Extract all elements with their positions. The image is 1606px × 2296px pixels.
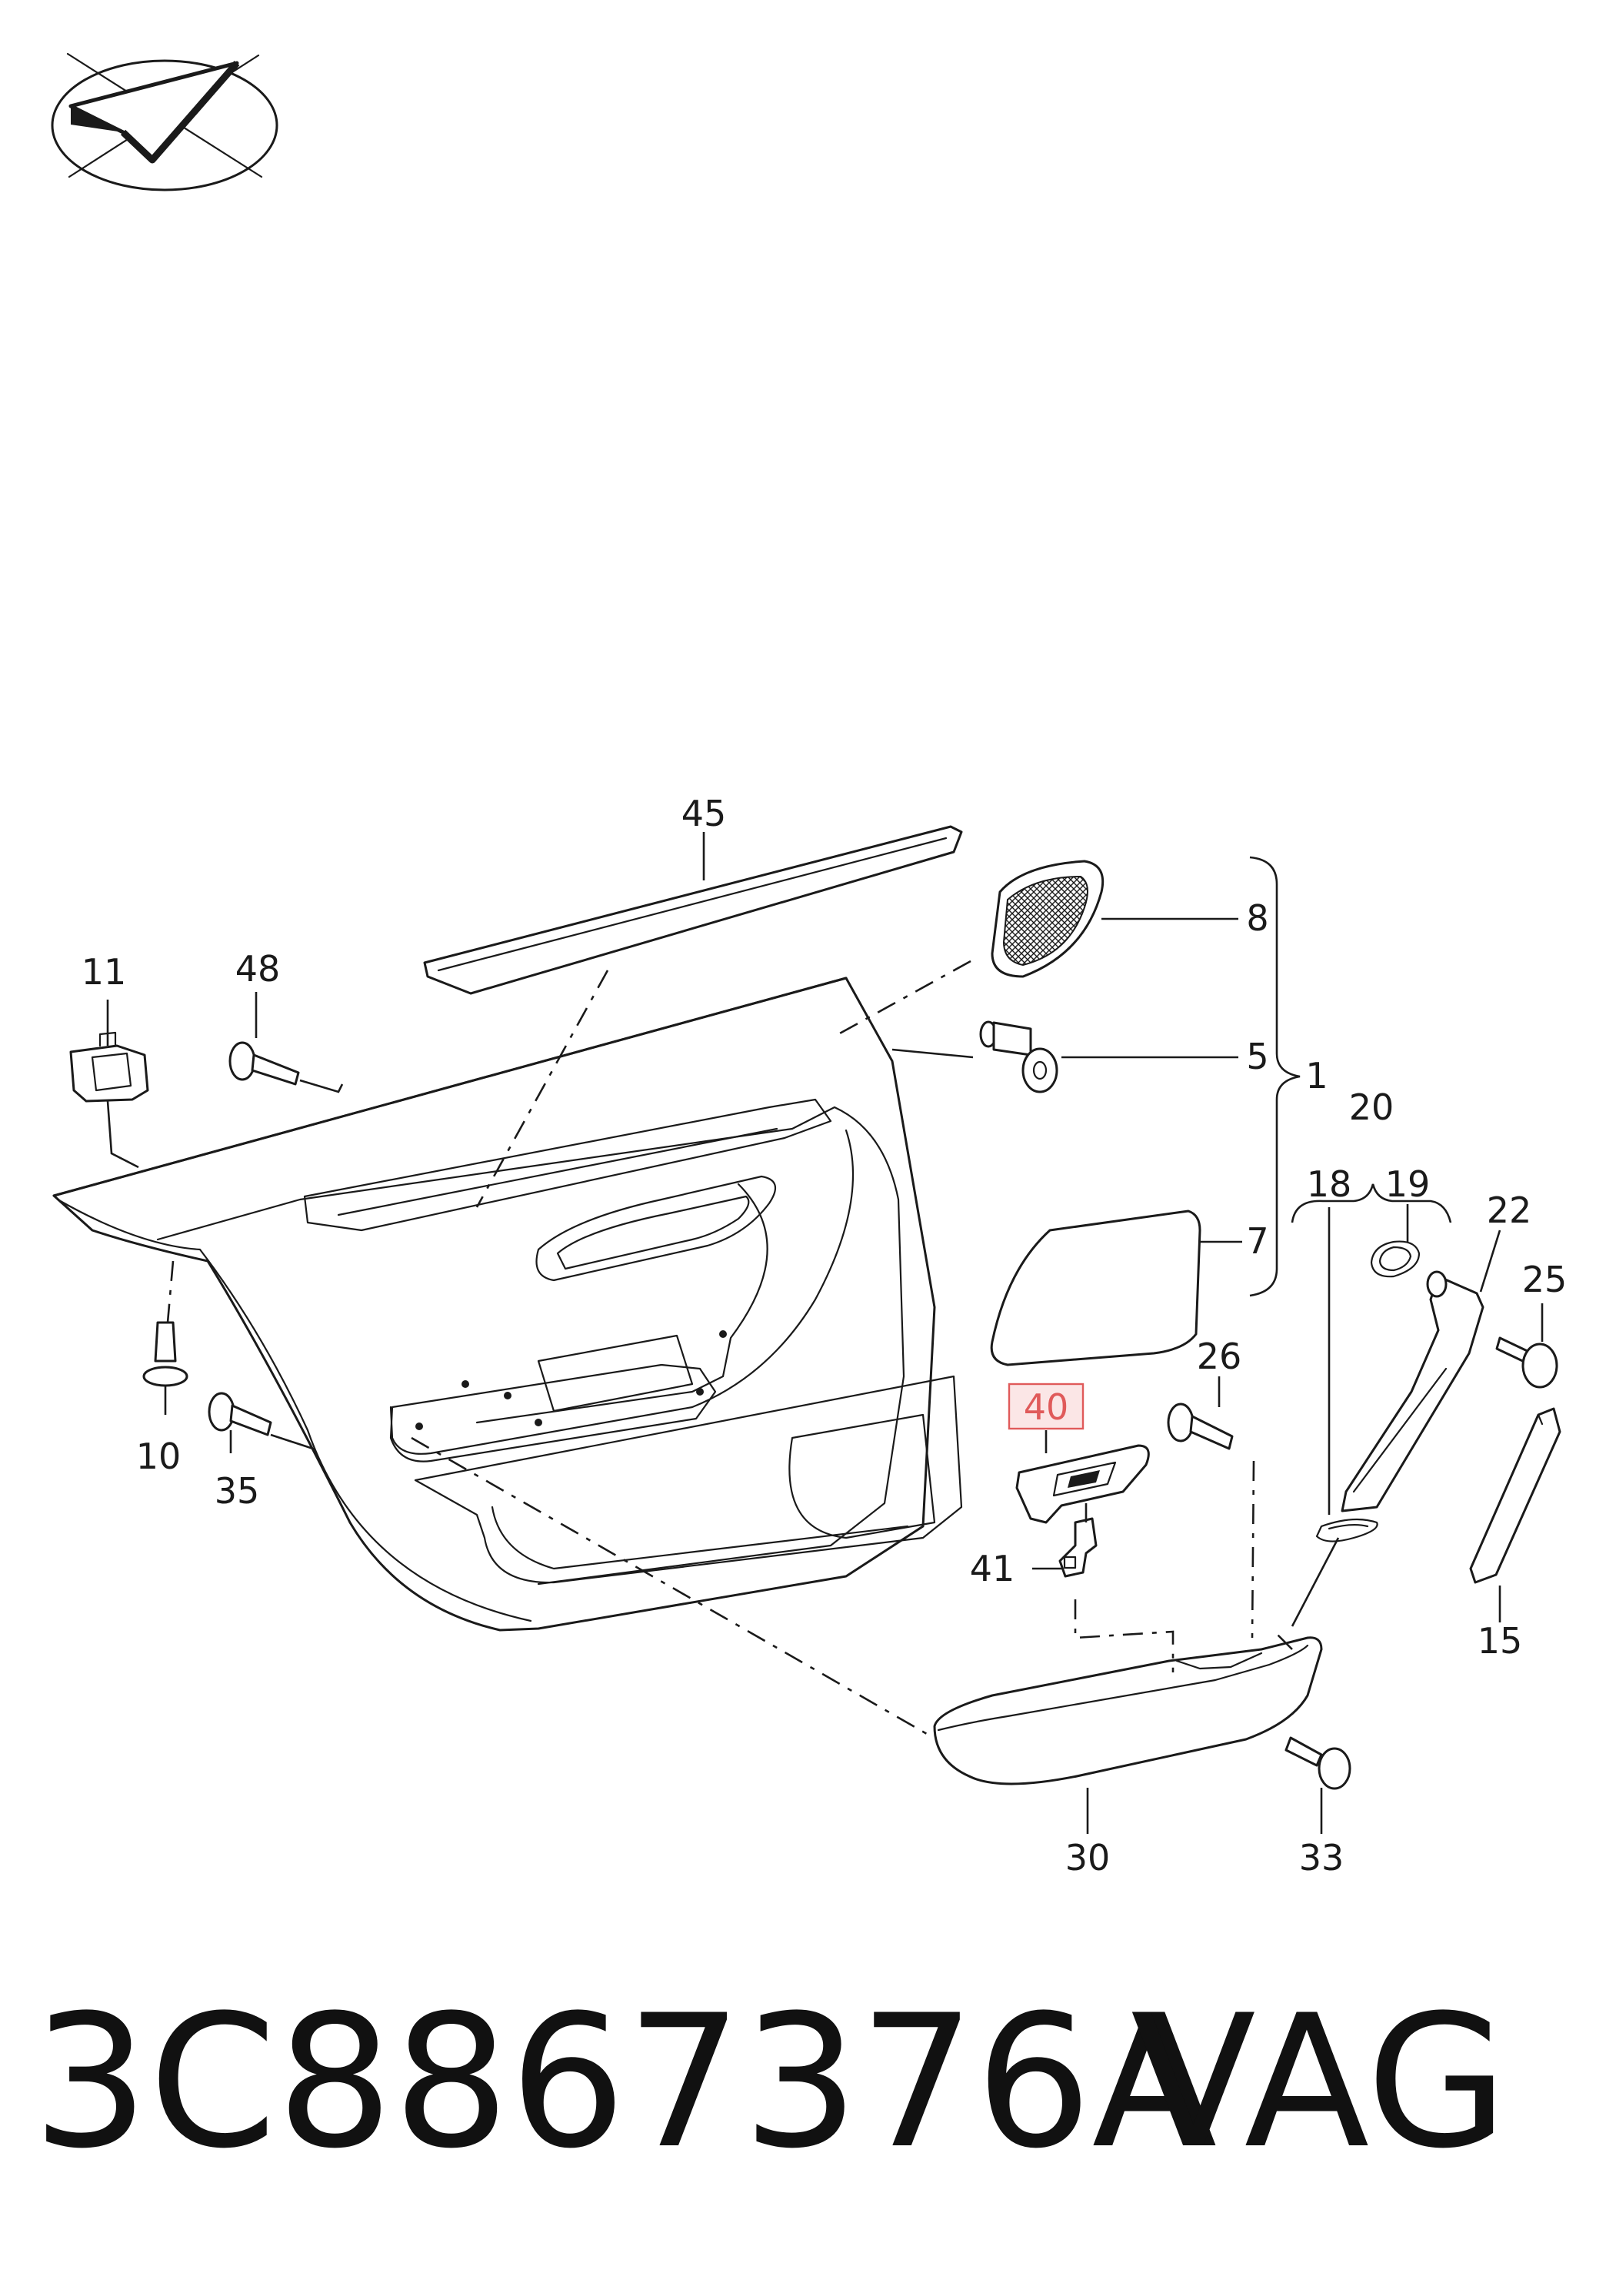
part-11-retainer bbox=[69, 1031, 149, 1103]
callout-41: 41 bbox=[970, 1548, 1015, 1589]
callout-11: 11 bbox=[82, 951, 127, 993]
callout-1: 1 bbox=[1305, 1055, 1328, 1096]
part-41-bracket bbox=[1058, 1517, 1098, 1578]
part-45-trim-strip bbox=[423, 825, 963, 995]
part-18-grommet bbox=[1315, 1518, 1378, 1542]
part-35-screw bbox=[208, 1392, 272, 1436]
callout-10: 10 bbox=[136, 1436, 182, 1477]
callout-25: 25 bbox=[1522, 1259, 1568, 1300]
callout-labels: 45 8 5 1 11 48 20 18 19 22 25 7 26 10 35… bbox=[82, 793, 1568, 1878]
paper-plane-check-logo bbox=[51, 52, 278, 191]
part-number: 3C8867376A bbox=[32, 1976, 1218, 2189]
part-48-screw bbox=[228, 1041, 300, 1086]
door-trim-panel bbox=[52, 977, 963, 1632]
callout-33: 33 bbox=[1299, 1837, 1344, 1878]
callout-7: 7 bbox=[1246, 1220, 1268, 1262]
callout-15: 15 bbox=[1478, 1620, 1523, 1662]
callout-40: 40 bbox=[1024, 1386, 1069, 1428]
leader-lines bbox=[106, 832, 1544, 1834]
part-7-door-pad bbox=[990, 1210, 1201, 1366]
callout-48: 48 bbox=[235, 948, 281, 990]
part-33-screw bbox=[1284, 1736, 1351, 1790]
part-10-screw bbox=[142, 1321, 188, 1387]
part-40-switch-housing bbox=[1015, 1444, 1150, 1524]
callout-8: 8 bbox=[1246, 897, 1268, 939]
highlight-box bbox=[1008, 1383, 1085, 1430]
brand-name: VAG bbox=[1131, 1976, 1508, 2189]
part-26-screw bbox=[1167, 1403, 1234, 1450]
part-22-grab-handle bbox=[1341, 1270, 1484, 1512]
callout-5: 5 bbox=[1246, 1036, 1268, 1077]
callout-20: 20 bbox=[1349, 1086, 1394, 1128]
callout-18: 18 bbox=[1307, 1163, 1352, 1205]
part-19-seal-ring bbox=[1370, 1240, 1421, 1278]
callout-26: 26 bbox=[1197, 1336, 1242, 1377]
part-25-screw bbox=[1495, 1336, 1558, 1389]
callout-35: 35 bbox=[215, 1470, 260, 1512]
callout-30: 30 bbox=[1065, 1837, 1111, 1878]
part-15-cover-strip bbox=[1469, 1407, 1561, 1584]
part-30-armrest bbox=[933, 1636, 1323, 1785]
callout-22: 22 bbox=[1487, 1190, 1532, 1231]
callout-19: 19 bbox=[1385, 1163, 1431, 1205]
part-8-speaker-grille bbox=[991, 860, 1105, 978]
assembly-lines bbox=[166, 960, 1293, 1735]
callout-45: 45 bbox=[681, 793, 727, 834]
part-5-clip bbox=[979, 1020, 1058, 1093]
